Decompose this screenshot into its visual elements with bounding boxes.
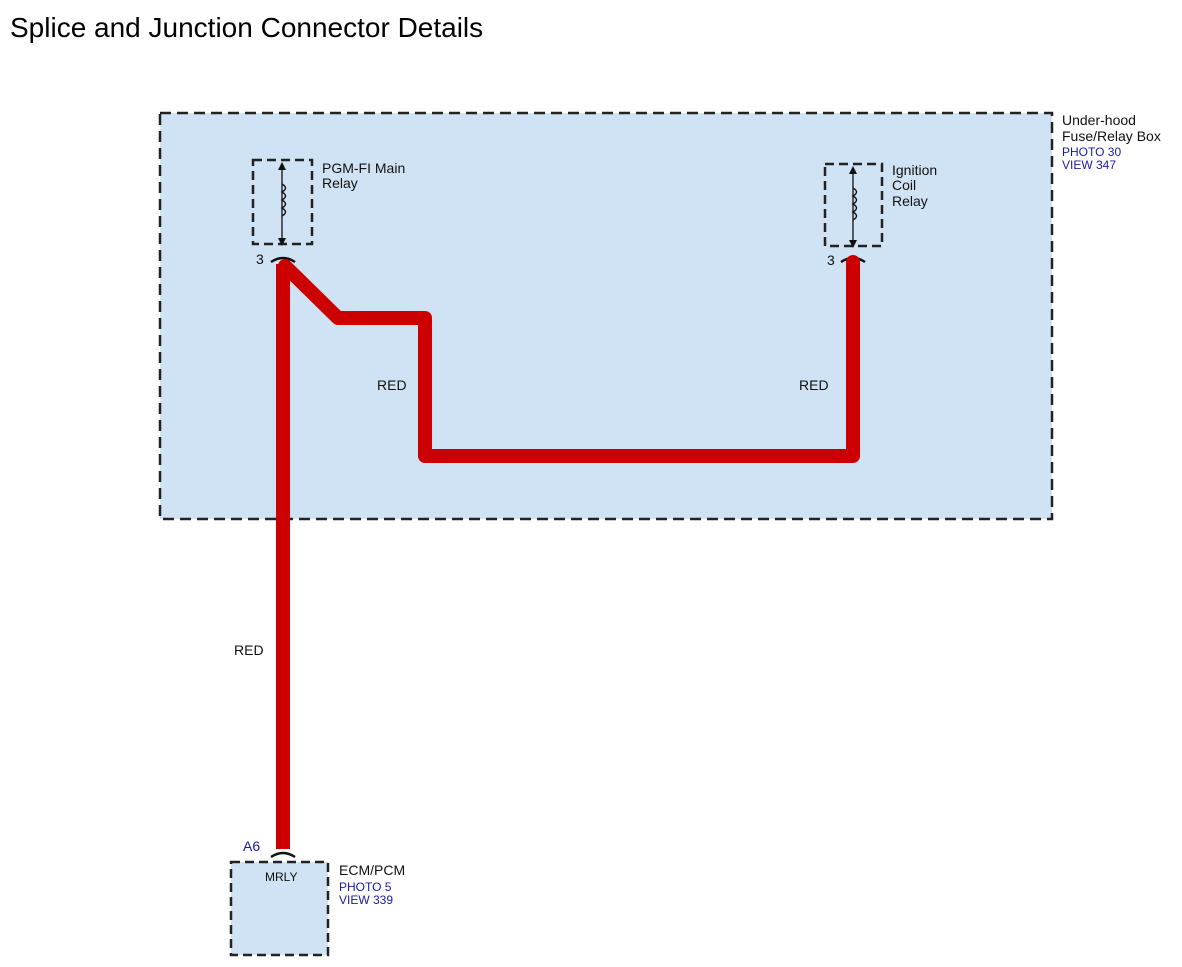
ignition-relay-label-line2: Coil [892,177,916,193]
ecm-view-ref[interactable]: VIEW 339 [339,893,393,907]
pgm-relay-coil-icon [280,183,287,217]
ignition-coil-relay [823,162,884,248]
ignition-relay-arrow-top [849,166,857,174]
ignition-relay-coil-icon [851,187,858,221]
ecm-name: ECM/PCM [339,862,405,878]
page-title: Splice and Junction Connector Details [10,12,483,43]
wire-color-label-ecm: RED [234,642,264,658]
ecm-terminal [270,851,296,859]
ignition-relay-label-line3: Relay [892,193,928,209]
ignition-relay-housing [823,162,884,248]
ecm-terminal-name: MRLY [265,870,297,884]
fuse-box-view-ref[interactable]: VIEW 347 [1062,158,1116,172]
wire-color-label-right: RED [799,377,829,393]
pgm-relay-terminal [270,256,296,264]
fuse-box-photo-ref[interactable]: PHOTO 30 [1062,145,1121,159]
ignition-relay-pin-number: 3 [827,252,835,268]
fuse-box-name-line2: Fuse/Relay Box [1062,128,1161,144]
ecm-pin-number: A6 [243,838,260,854]
pgm-relay-pin-number: 3 [256,251,264,267]
pgm-fi-main-relay [251,158,314,246]
pgm-relay-arrow-top [278,162,286,170]
pgm-relay-label-line2: Relay [322,175,358,191]
ignition-relay-label-line1: Ignition [892,162,937,178]
wire-color-label-left: RED [377,377,407,393]
ecm-photo-ref[interactable]: PHOTO 5 [339,880,392,894]
wire-pgm-to-ignition[interactable] [278,255,860,463]
ignition-relay-arrow-bottom [849,240,857,248]
pgm-relay-arrow-bottom [278,238,286,246]
pgm-relay-label-line1: PGM-FI Main [322,160,405,176]
ecm-pcm-connector [229,860,330,957]
fuse-box-name-line1: Under-hood [1062,112,1136,128]
